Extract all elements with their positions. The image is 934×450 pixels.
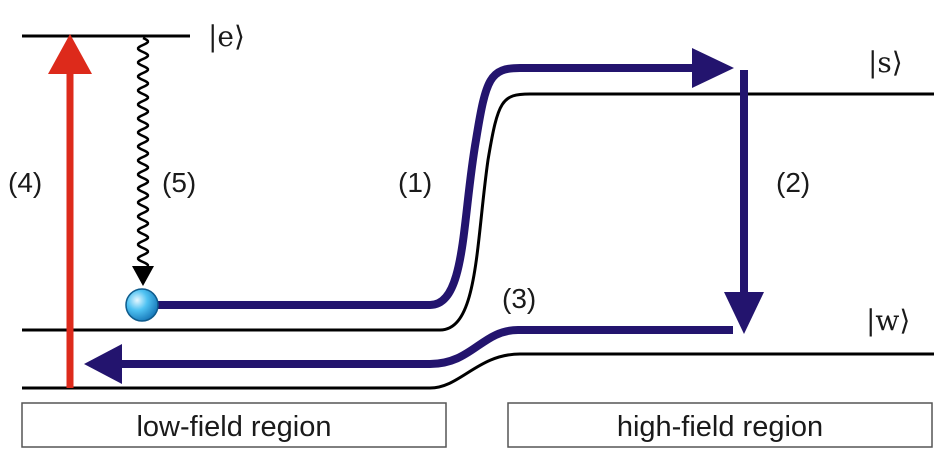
step-label-4: (4): [8, 167, 42, 198]
return-arrow-3: [118, 326, 733, 368]
high-field-region-label: high-field region: [617, 411, 823, 443]
return-arrowhead-3: [84, 344, 122, 384]
decay-arrowhead-5: [132, 266, 154, 286]
step-label-1: (1): [398, 167, 432, 198]
step-label-2: (2): [776, 167, 810, 198]
decay-arrow-5: [136, 36, 150, 266]
atom: [125, 288, 159, 322]
low-field-region-label: low-field region: [136, 411, 331, 443]
weak-state-level: [22, 352, 934, 390]
strong-state-level: [22, 92, 934, 332]
transfer-arrowhead-2: [724, 292, 764, 334]
pump-arrowhead-4: [48, 34, 92, 74]
high-field-region-box: [507, 402, 933, 448]
step-label-5: (5): [162, 167, 196, 198]
transport-arrowhead-1: [692, 48, 734, 88]
excited-state-label: |e⟩: [208, 20, 245, 53]
strong-state-label: |s⟩: [868, 46, 903, 79]
step-label-3: (3): [502, 283, 536, 314]
low-field-region-box: [21, 402, 447, 448]
transport-arrow-1: [150, 64, 698, 309]
weak-state-label: |w⟩: [866, 304, 910, 337]
